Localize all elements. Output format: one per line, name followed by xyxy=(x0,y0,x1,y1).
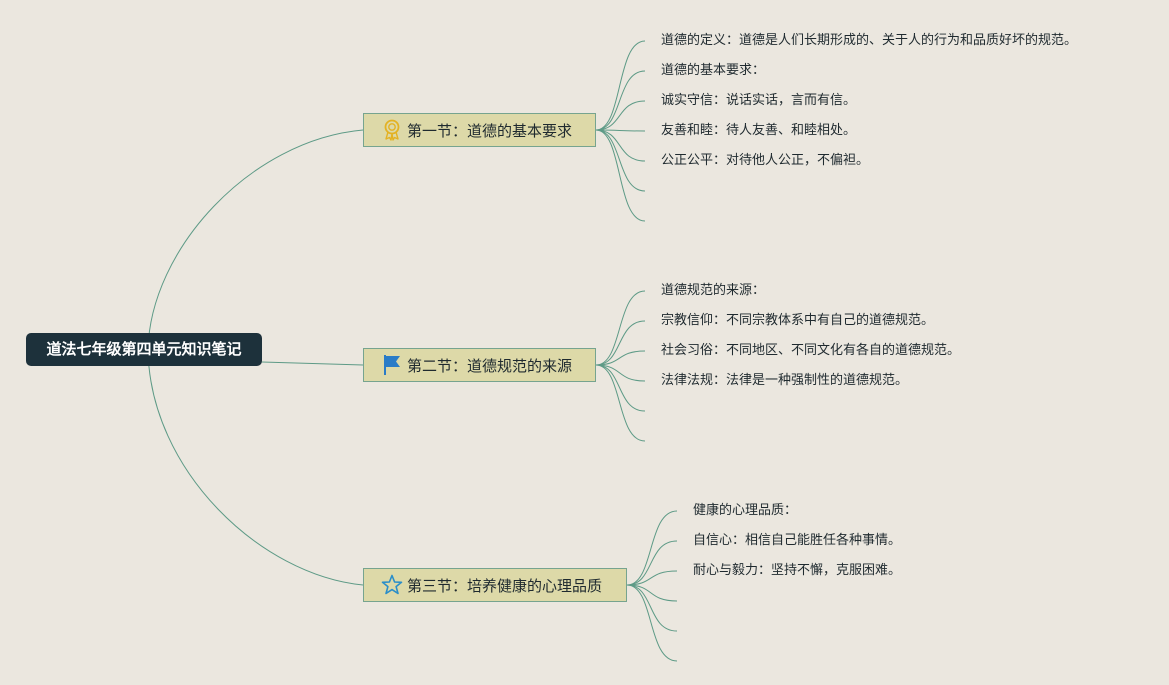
connector-section-1-item-2 xyxy=(595,70,646,131)
star-outline-icon xyxy=(381,574,403,596)
connector-section-2-item-5 xyxy=(595,364,646,412)
section-2-item-2[interactable]: 宗教信仰：不同宗教体系中有自己的道德规范。 xyxy=(661,313,935,328)
connector-section-1-item-7 xyxy=(595,129,646,222)
section-1-item-2[interactable]: 道德的基本要求： xyxy=(661,63,766,78)
section-3-item-1[interactable]: 健康的心理品质： xyxy=(693,503,798,518)
connector-section-2-item-1 xyxy=(595,290,646,366)
connector-section-3-item-3 xyxy=(626,570,678,586)
connector-section-2-item-2 xyxy=(595,320,646,366)
connector-section-1-item-4 xyxy=(595,129,646,132)
section-1-item-3[interactable]: 诚实守信：说话实话，言而有信。 xyxy=(661,93,857,108)
connector-root-section-1 xyxy=(147,129,364,351)
connector-section-2-item-6 xyxy=(595,364,646,442)
connector-section-2-item-3 xyxy=(595,350,646,366)
section-3-item-2[interactable]: 自信心：相信自己能胜任各种事情。 xyxy=(693,533,902,548)
connector-root-section-2 xyxy=(261,361,364,366)
section-1-item-4[interactable]: 友善和睦：待人友善、和睦相处。 xyxy=(661,123,857,138)
section-3-title: 第三节：培养健康的心理品质 xyxy=(407,576,603,595)
section-1-item-5[interactable]: 公正公平：对待他人公正，不偏袒。 xyxy=(661,153,870,168)
section-2-title: 第二节：道德规范的来源 xyxy=(407,356,573,375)
section-2-item-1[interactable]: 道德规范的来源： xyxy=(661,283,766,298)
connector-section-1-item-1 xyxy=(595,40,646,131)
connector-section-3-item-2 xyxy=(626,540,678,586)
section-2-item-4[interactable]: 法律法规：法律是一种强制性的道德规范。 xyxy=(661,373,909,388)
section-3-topic[interactable]: 第三节：培养健康的心理品质 xyxy=(363,568,627,602)
connector-section-3-item-1 xyxy=(626,510,678,586)
section-1-title: 第一节：道德的基本要求 xyxy=(407,121,573,140)
section-2-item-3[interactable]: 社会习俗：不同地区、不同文化有各自的道德规范。 xyxy=(661,343,961,358)
connector-section-1-item-5 xyxy=(595,129,646,162)
section-1-topic[interactable]: 第一节：道德的基本要求 xyxy=(363,113,596,147)
award-medal-icon xyxy=(381,119,403,141)
root-topic[interactable]: 道法七年级第四单元知识笔记 xyxy=(26,333,262,366)
connector-section-1-item-3 xyxy=(595,100,646,131)
section-2-topic[interactable]: 第二节：道德规范的来源 xyxy=(363,348,596,382)
connector-section-3-item-6 xyxy=(626,584,678,662)
section-3-item-3[interactable]: 耐心与毅力：坚持不懈，克服困难。 xyxy=(693,563,902,578)
connector-section-3-item-4 xyxy=(626,584,678,602)
section-1-item-1[interactable]: 道德的定义：道德是人们长期形成的、关于人的行为和品质好坏的规范。 xyxy=(661,33,1078,48)
connector-section-3-item-5 xyxy=(626,584,678,632)
connector-section-1-item-6 xyxy=(595,129,646,192)
connector-section-2-item-4 xyxy=(595,364,646,382)
connector-root-section-3 xyxy=(147,349,364,586)
flag-icon xyxy=(381,354,403,376)
